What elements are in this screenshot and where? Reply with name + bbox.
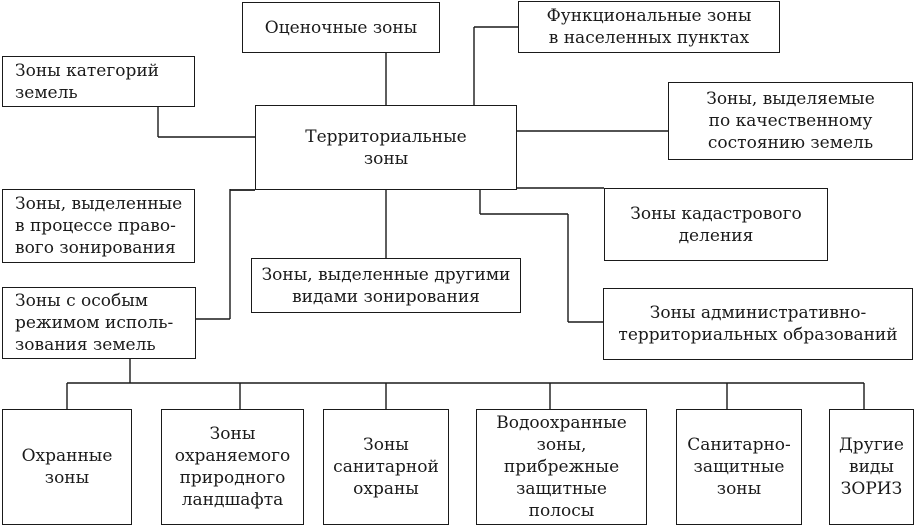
- node-sanitary-zones: Санитарно- защитные зоны: [676, 409, 802, 525]
- node-label: Зоны с особым режимом исполь- зования зе…: [15, 291, 174, 355]
- node-legal-zoning: Зоны, выделенные в процессе право- вого …: [2, 189, 195, 263]
- node-quality-zones: Зоны, выделяемые по качественному состоя…: [668, 82, 913, 160]
- node-label: Охранные зоны: [21, 446, 113, 488]
- node-label: Зоны категорий земель: [15, 60, 160, 103]
- node-functional-zones: Функциональные зоны в населенных пунктах: [518, 1, 780, 53]
- node-label: Зоны охраняемого природного ландшафта: [174, 424, 291, 510]
- node-label: Оценочные зоны: [264, 17, 418, 38]
- node-land-categories: Зоны категорий земель: [2, 56, 195, 107]
- node-evaluation-zones: Оценочные зоны: [242, 2, 440, 53]
- node-landscape-zones: Зоны охраняемого природного ландшафта: [161, 409, 304, 525]
- node-sanitary-protection-zones: Зоны санитарной охраны: [323, 409, 449, 525]
- node-label: Зоны, выделенные в процессе право- вого …: [15, 194, 183, 258]
- node-label: Функциональные зоны в населенных пунктах: [546, 6, 752, 48]
- node-label: Зоны кадастрового деления: [630, 203, 802, 246]
- node-other-zoning: Зоны, выделенные другими видами зонирова…: [251, 258, 521, 313]
- node-label: Зоны санитарной охраны: [333, 435, 439, 499]
- node-label: Зоны административно- территориальных об…: [618, 303, 898, 345]
- node-label: Территориальные зоны: [305, 126, 467, 169]
- node-label: Водоохранные зоны, прибрежные защитные п…: [496, 413, 627, 521]
- node-label: Санитарно- защитные зоны: [687, 435, 791, 499]
- node-administrative-zones: Зоны административно- территориальных об…: [603, 288, 913, 360]
- node-water-protection-zones: Водоохранные зоны, прибрежные защитные п…: [476, 409, 647, 525]
- node-protective-zones: Охранные зоны: [2, 409, 132, 525]
- node-cadastral-zones: Зоны кадастрового деления: [604, 188, 828, 261]
- node-special-use-zones: Зоны с особым режимом исполь- зования зе…: [2, 287, 196, 359]
- node-other-zoriz: Другие виды ЗОРИЗ: [829, 409, 914, 525]
- node-territorial-zones: Территориальные зоны: [255, 105, 517, 190]
- node-label: Зоны, выделяемые по качественному состоя…: [706, 89, 875, 153]
- node-label: Другие виды ЗОРИЗ: [838, 435, 904, 499]
- node-label: Зоны, выделенные другими видами зонирова…: [261, 264, 511, 307]
